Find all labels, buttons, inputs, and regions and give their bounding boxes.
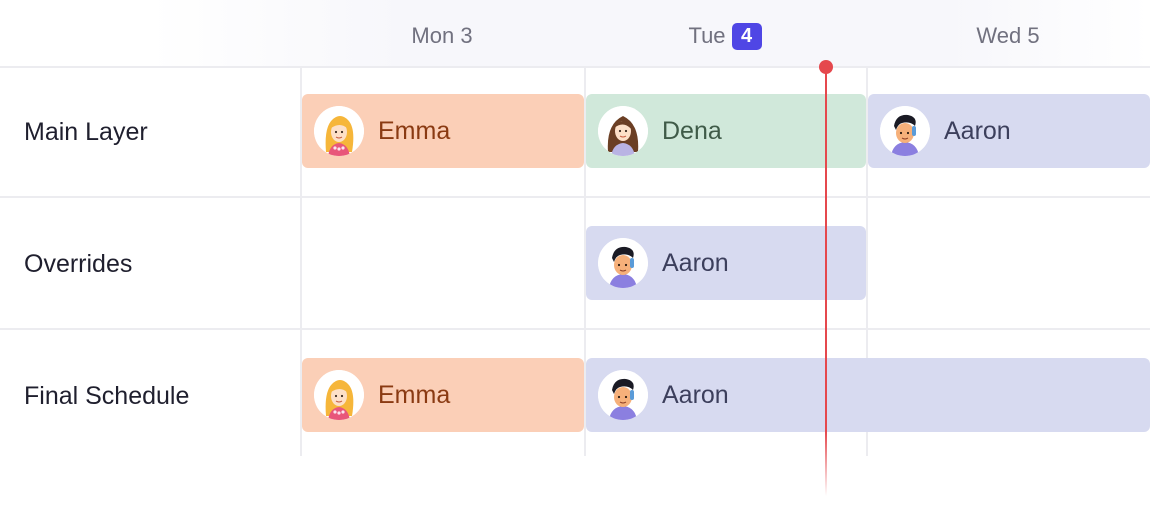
shift-name: Dena xyxy=(662,116,722,145)
day-label: Tue xyxy=(688,23,726,48)
day-label: Mon 3 xyxy=(411,23,473,48)
timeline-header xyxy=(150,0,1150,66)
emma-avatar-icon xyxy=(314,106,364,156)
day-header-wed[interactable]: Wed 5 xyxy=(866,21,1150,51)
row-label-overrides: Overrides xyxy=(24,249,133,278)
day-header-tue[interactable]: Tue 4 xyxy=(584,21,866,51)
shift-aaron-final[interactable]: Aaron xyxy=(586,358,1150,432)
today-badge: 4 xyxy=(731,22,762,50)
shift-name: Emma xyxy=(378,116,451,145)
aaron-avatar-icon xyxy=(598,370,648,420)
row-label-final-schedule: Final Schedule xyxy=(24,381,190,410)
aaron-avatar-icon xyxy=(598,238,648,288)
grid-line xyxy=(584,66,586,456)
dena-avatar-icon xyxy=(598,106,648,156)
grid-line xyxy=(0,66,1150,68)
grid-line xyxy=(300,66,302,456)
day-header-mon[interactable]: Mon 3 xyxy=(300,21,584,51)
grid-line xyxy=(0,328,1150,330)
current-time-dot xyxy=(819,60,833,74)
aaron-avatar-icon xyxy=(880,106,930,156)
emma-avatar-icon xyxy=(314,370,364,420)
shift-emma-final[interactable]: Emma xyxy=(302,358,584,432)
day-label: Wed 5 xyxy=(976,23,1040,48)
shift-dena[interactable]: Dena xyxy=(586,94,866,168)
row-label-main-layer: Main Layer xyxy=(24,117,148,146)
current-time-line xyxy=(825,66,827,496)
shift-name: Aaron xyxy=(662,248,729,277)
shift-name: Emma xyxy=(378,380,451,409)
shift-name: Aaron xyxy=(944,116,1011,145)
shift-name: Aaron xyxy=(662,380,729,409)
grid-line xyxy=(866,66,868,456)
grid-line xyxy=(0,196,1150,198)
shift-aaron-override[interactable]: Aaron xyxy=(586,226,866,300)
shift-emma[interactable]: Emma xyxy=(302,94,584,168)
shift-aaron[interactable]: Aaron xyxy=(868,94,1150,168)
